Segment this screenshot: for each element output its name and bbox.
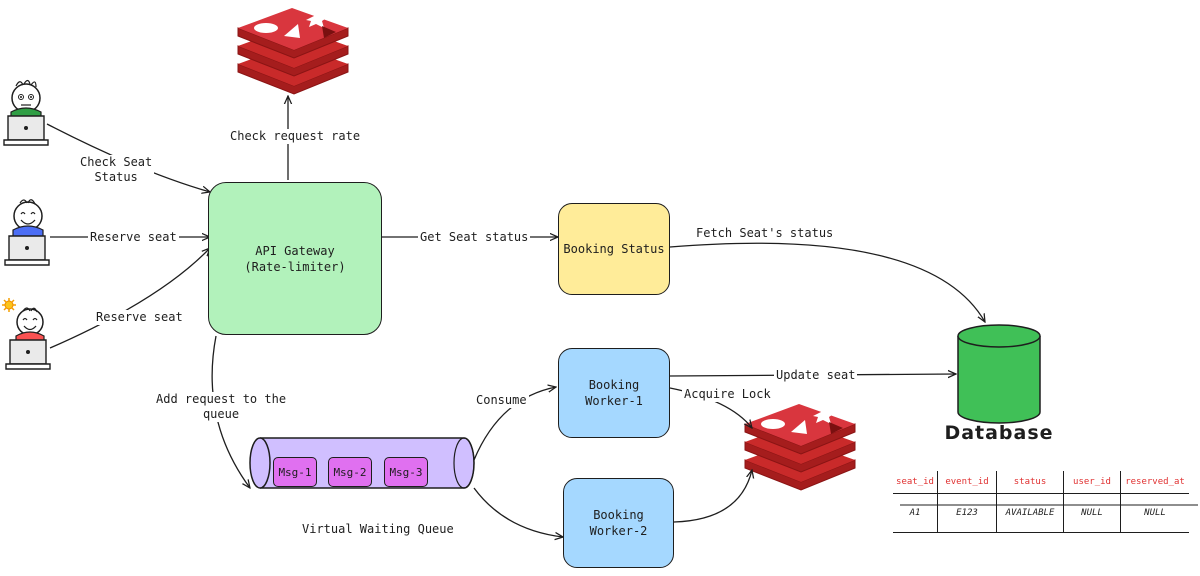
table-header-cell: reserved_at <box>1120 471 1189 494</box>
table-header-cell: user_id <box>1063 471 1121 494</box>
laptop-icon <box>5 339 51 370</box>
table-header-cell: status <box>996 471 1064 494</box>
table-cell: NULL <box>1063 493 1121 533</box>
seat-table: seat_id event_id status user_id reserved… <box>893 471 1189 533</box>
table-cell: E123 <box>937 493 997 533</box>
edge-worker2-to-redis <box>673 470 752 523</box>
edge-label-fetch-seat-status: Fetch Seat's status <box>694 226 836 241</box>
edge-label-update-seat: Update seat <box>774 368 858 383</box>
user-avatar-icon <box>10 79 42 121</box>
table-cell: AVAILABLE <box>996 493 1064 533</box>
edge-label-reserve-seat: Reserve seat <box>94 310 185 325</box>
edge-label-reserve-seat: Reserve seat <box>88 230 179 245</box>
table-cell: A1 <box>893 493 938 533</box>
edge-label-get-seat-status: Get Seat status <box>418 230 531 245</box>
database-label: Database <box>944 422 1054 444</box>
redis-logo-icon <box>237 7 349 95</box>
user-avatar-icon <box>2 298 45 345</box>
table-header-cell: seat_id <box>893 471 938 494</box>
queue-message: Msg-3 <box>384 457 428 487</box>
api-gateway-node: API Gateway (Rate-limiter) <box>208 182 382 335</box>
edge-worker1-to-redis <box>669 387 752 428</box>
user-avatar-icon <box>12 199 44 239</box>
table-cell: NULL <box>1120 493 1189 533</box>
laptop-icon <box>4 235 50 266</box>
booking-status-node: Booking Status <box>558 203 670 295</box>
edge-label-add-request-to-queue: Add request to the queue <box>154 392 289 422</box>
queue-label: Virtual Waiting Queue <box>300 522 456 537</box>
edge-label-check-request-rate: Check request rate <box>228 129 363 144</box>
table-row: A1 E123 AVAILABLE NULL NULL <box>893 493 1189 533</box>
edge-queue-to-worker1 <box>473 387 556 461</box>
edge-user3-to-gateway <box>49 248 210 349</box>
edge-label-check-seat-status: Check Seat Status <box>78 155 155 185</box>
edge-label-consume: Consume <box>474 393 529 408</box>
booking-worker-1-node: Booking Worker-1 <box>558 348 670 438</box>
table-header-row: seat_id event_id status user_id reserved… <box>893 471 1189 494</box>
database-cylinder-icon <box>957 324 1041 424</box>
laptop-icon <box>3 115 49 146</box>
table-header-cell: event_id <box>937 471 997 494</box>
edge-queue-to-worker2 <box>473 487 563 537</box>
queue-message: Msg-1 <box>273 457 317 487</box>
booking-worker-2-node: Booking Worker-2 <box>563 478 674 568</box>
edge-booking-status-to-database <box>669 242 985 322</box>
redis-logo-icon <box>744 403 856 491</box>
edge-label-acquire-lock: Acquire Lock <box>682 387 773 402</box>
queue-message: Msg-2 <box>328 457 372 487</box>
